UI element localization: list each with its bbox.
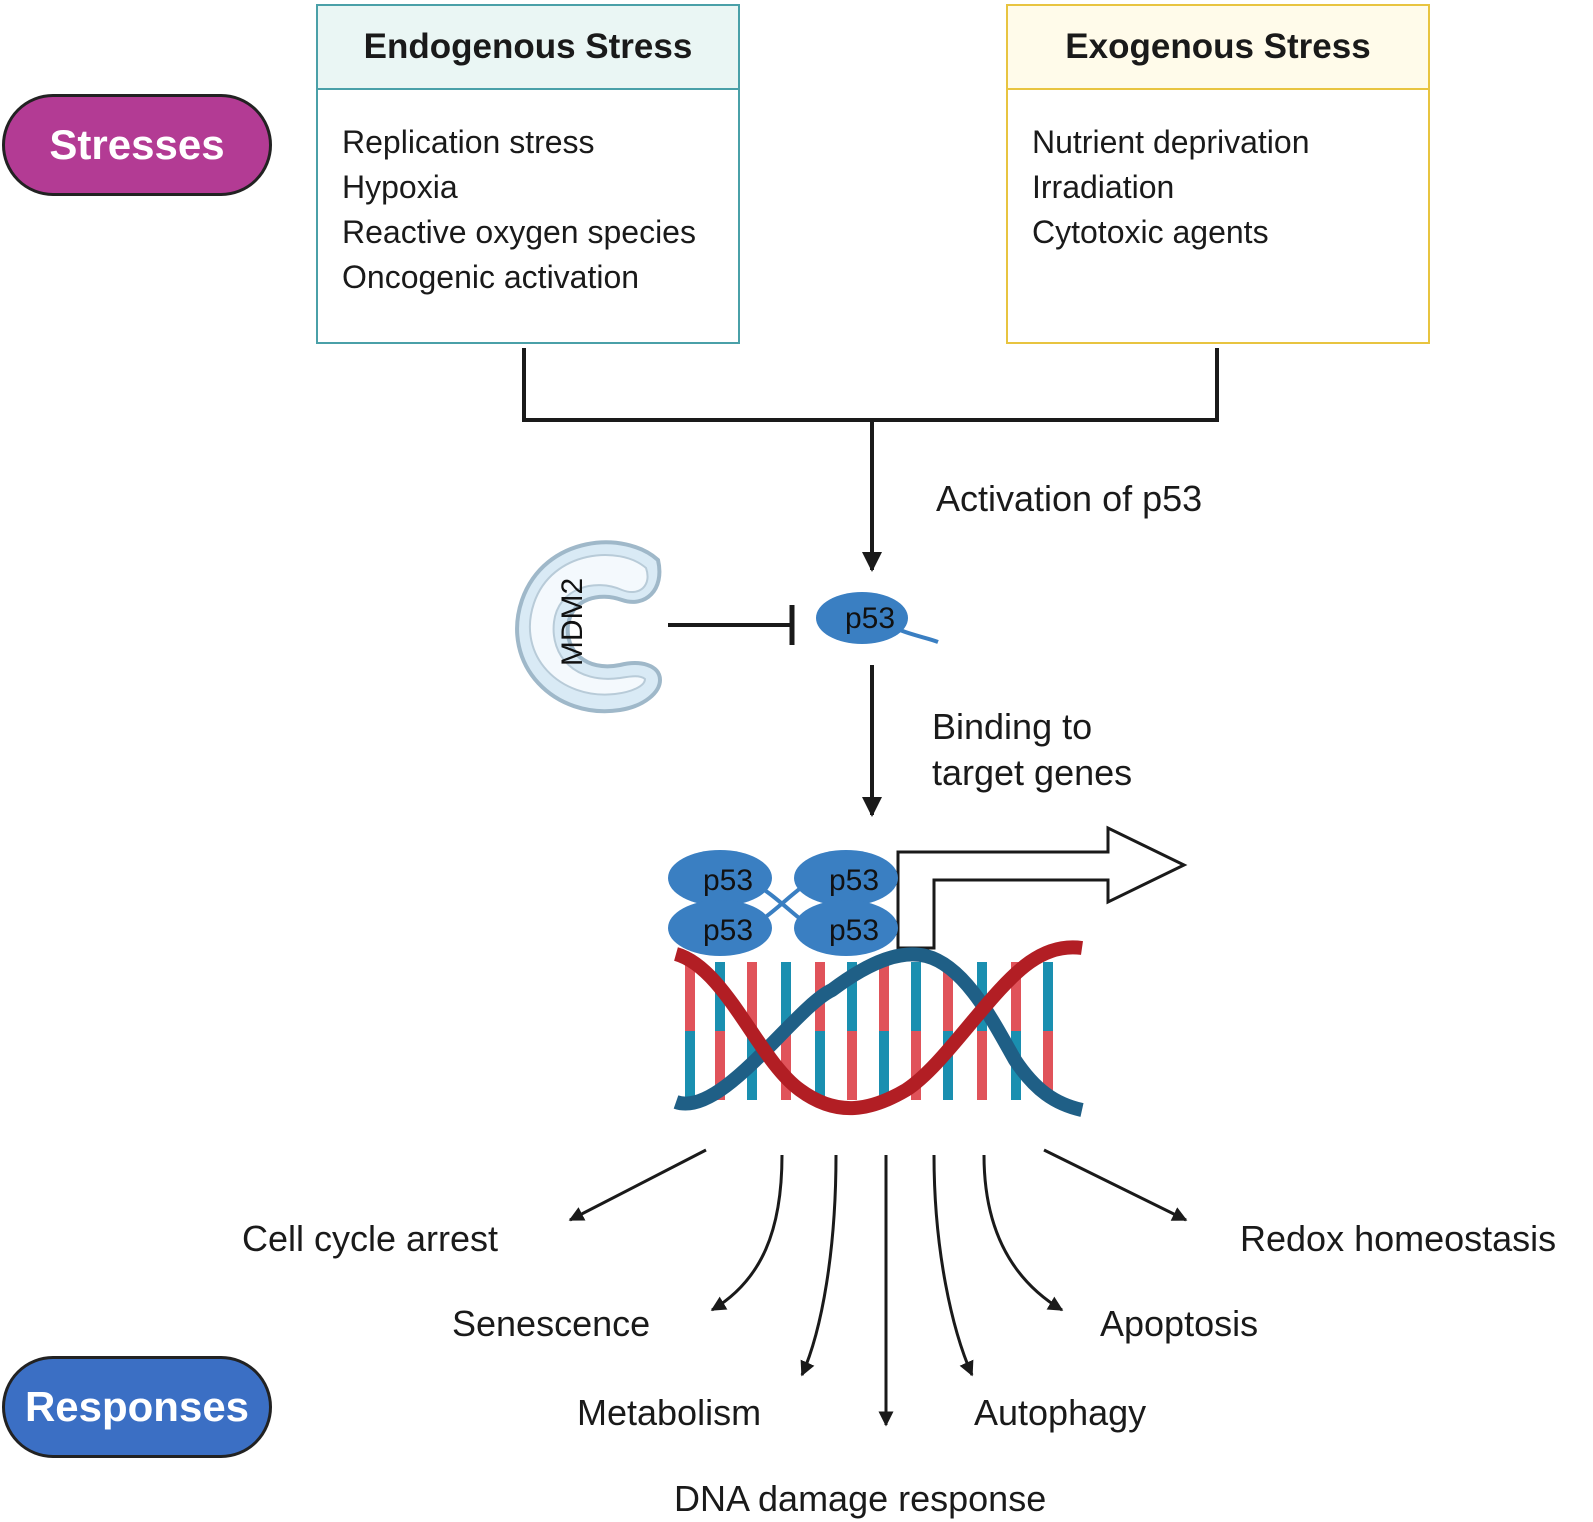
endogenous-item: Oncogenic activation xyxy=(342,259,640,295)
base-pair-segment xyxy=(1011,962,1021,1031)
base-pair-segment xyxy=(879,962,889,1031)
arrow-metabolism xyxy=(800,1154,838,1377)
transcription-arrow xyxy=(896,825,1188,950)
binding-label-line1: Binding to xyxy=(932,706,1093,747)
arrow-senescence xyxy=(710,1154,784,1312)
response-dna-damage-response: DNA damage response xyxy=(674,1478,1047,1519)
endogenous-item: Replication stress xyxy=(342,124,595,160)
p53-tetramer-label: p53 xyxy=(829,914,879,947)
base-pair-segment xyxy=(1043,1031,1053,1100)
base-pair-segment xyxy=(977,1031,987,1100)
response-autophagy: Autophagy xyxy=(974,1392,1147,1433)
base-pair-segment xyxy=(943,962,953,1031)
stresses-pill: Stresses xyxy=(2,94,272,196)
arrow-autophagy xyxy=(932,1154,974,1377)
base-pair-segment xyxy=(781,962,791,1031)
base-pair-segment xyxy=(781,1031,791,1100)
mdm2-label: MDM2 xyxy=(556,578,589,666)
base-pair-segment xyxy=(847,1031,857,1100)
arrow-redox-homeostasis xyxy=(1043,1148,1188,1222)
exogenous-stress-list: Nutrient deprivation Irradiation Cytotox… xyxy=(1008,90,1428,255)
base-pair-segment xyxy=(685,962,695,1031)
response-senescence: Senescence xyxy=(452,1303,651,1344)
response-arrows xyxy=(568,1148,1188,1427)
exogenous-item: Cytotoxic agents xyxy=(1032,214,1269,250)
p53-protein: p53 xyxy=(816,592,939,644)
endogenous-stress-box: Endogenous Stress Replication stress Hyp… xyxy=(316,4,740,344)
base-pair-segment xyxy=(715,1031,725,1100)
responses-label: Responses xyxy=(24,1383,250,1430)
endogenous-stress-title: Endogenous Stress xyxy=(318,6,738,90)
dna-strand-red xyxy=(673,940,1083,1115)
mdm2-protein: MDM2 xyxy=(515,540,663,714)
stresses-label: Stresses xyxy=(49,121,225,168)
base-pair-segment xyxy=(747,962,757,1031)
response-metabolism: Metabolism xyxy=(577,1392,762,1433)
response-redox-homeostasis: Redox homeostasis xyxy=(1240,1218,1557,1259)
activation-label: Activation of p53 xyxy=(936,478,1203,519)
responses-pill: Responses xyxy=(2,1356,272,1458)
base-pair-segment xyxy=(911,1031,921,1100)
p53-label: p53 xyxy=(845,602,895,635)
base-pair-segment xyxy=(879,1031,889,1100)
response-apoptosis: Apoptosis xyxy=(1100,1303,1259,1344)
p53-tetramer-label: p53 xyxy=(829,864,879,897)
p53-tetramer-label: p53 xyxy=(703,914,753,947)
response-cell-cycle-arrest: Cell cycle arrest xyxy=(242,1218,499,1259)
base-pair-segment xyxy=(1043,962,1053,1031)
endogenous-item: Reactive oxygen species xyxy=(342,214,696,250)
exogenous-item: Irradiation xyxy=(1032,169,1175,205)
base-pair-segment xyxy=(911,962,921,1031)
merge-bracket xyxy=(522,348,1219,422)
p53-tetramer: p53 p53 p53 p53 xyxy=(668,850,898,956)
exogenous-stress-box: Exogenous Stress Nutrient deprivation Ir… xyxy=(1006,4,1430,344)
exogenous-item: Nutrient deprivation xyxy=(1032,124,1310,160)
dna-helix xyxy=(673,940,1084,1117)
arrow-apoptosis xyxy=(982,1154,1064,1312)
endogenous-stress-list: Replication stress Hypoxia Reactive oxyg… xyxy=(318,90,738,300)
base-pair-segment xyxy=(685,1031,695,1100)
exogenous-stress-title: Exogenous Stress xyxy=(1008,6,1428,90)
base-pair-segment xyxy=(847,962,857,1031)
p53-tetramer-label: p53 xyxy=(703,864,753,897)
base-pair-segment xyxy=(943,1031,953,1100)
base-pair-segment xyxy=(815,1031,825,1100)
binding-label-line2: target genes xyxy=(932,752,1133,793)
endogenous-item: Hypoxia xyxy=(342,169,458,205)
arrow-cell-cycle-arrest xyxy=(568,1148,707,1222)
